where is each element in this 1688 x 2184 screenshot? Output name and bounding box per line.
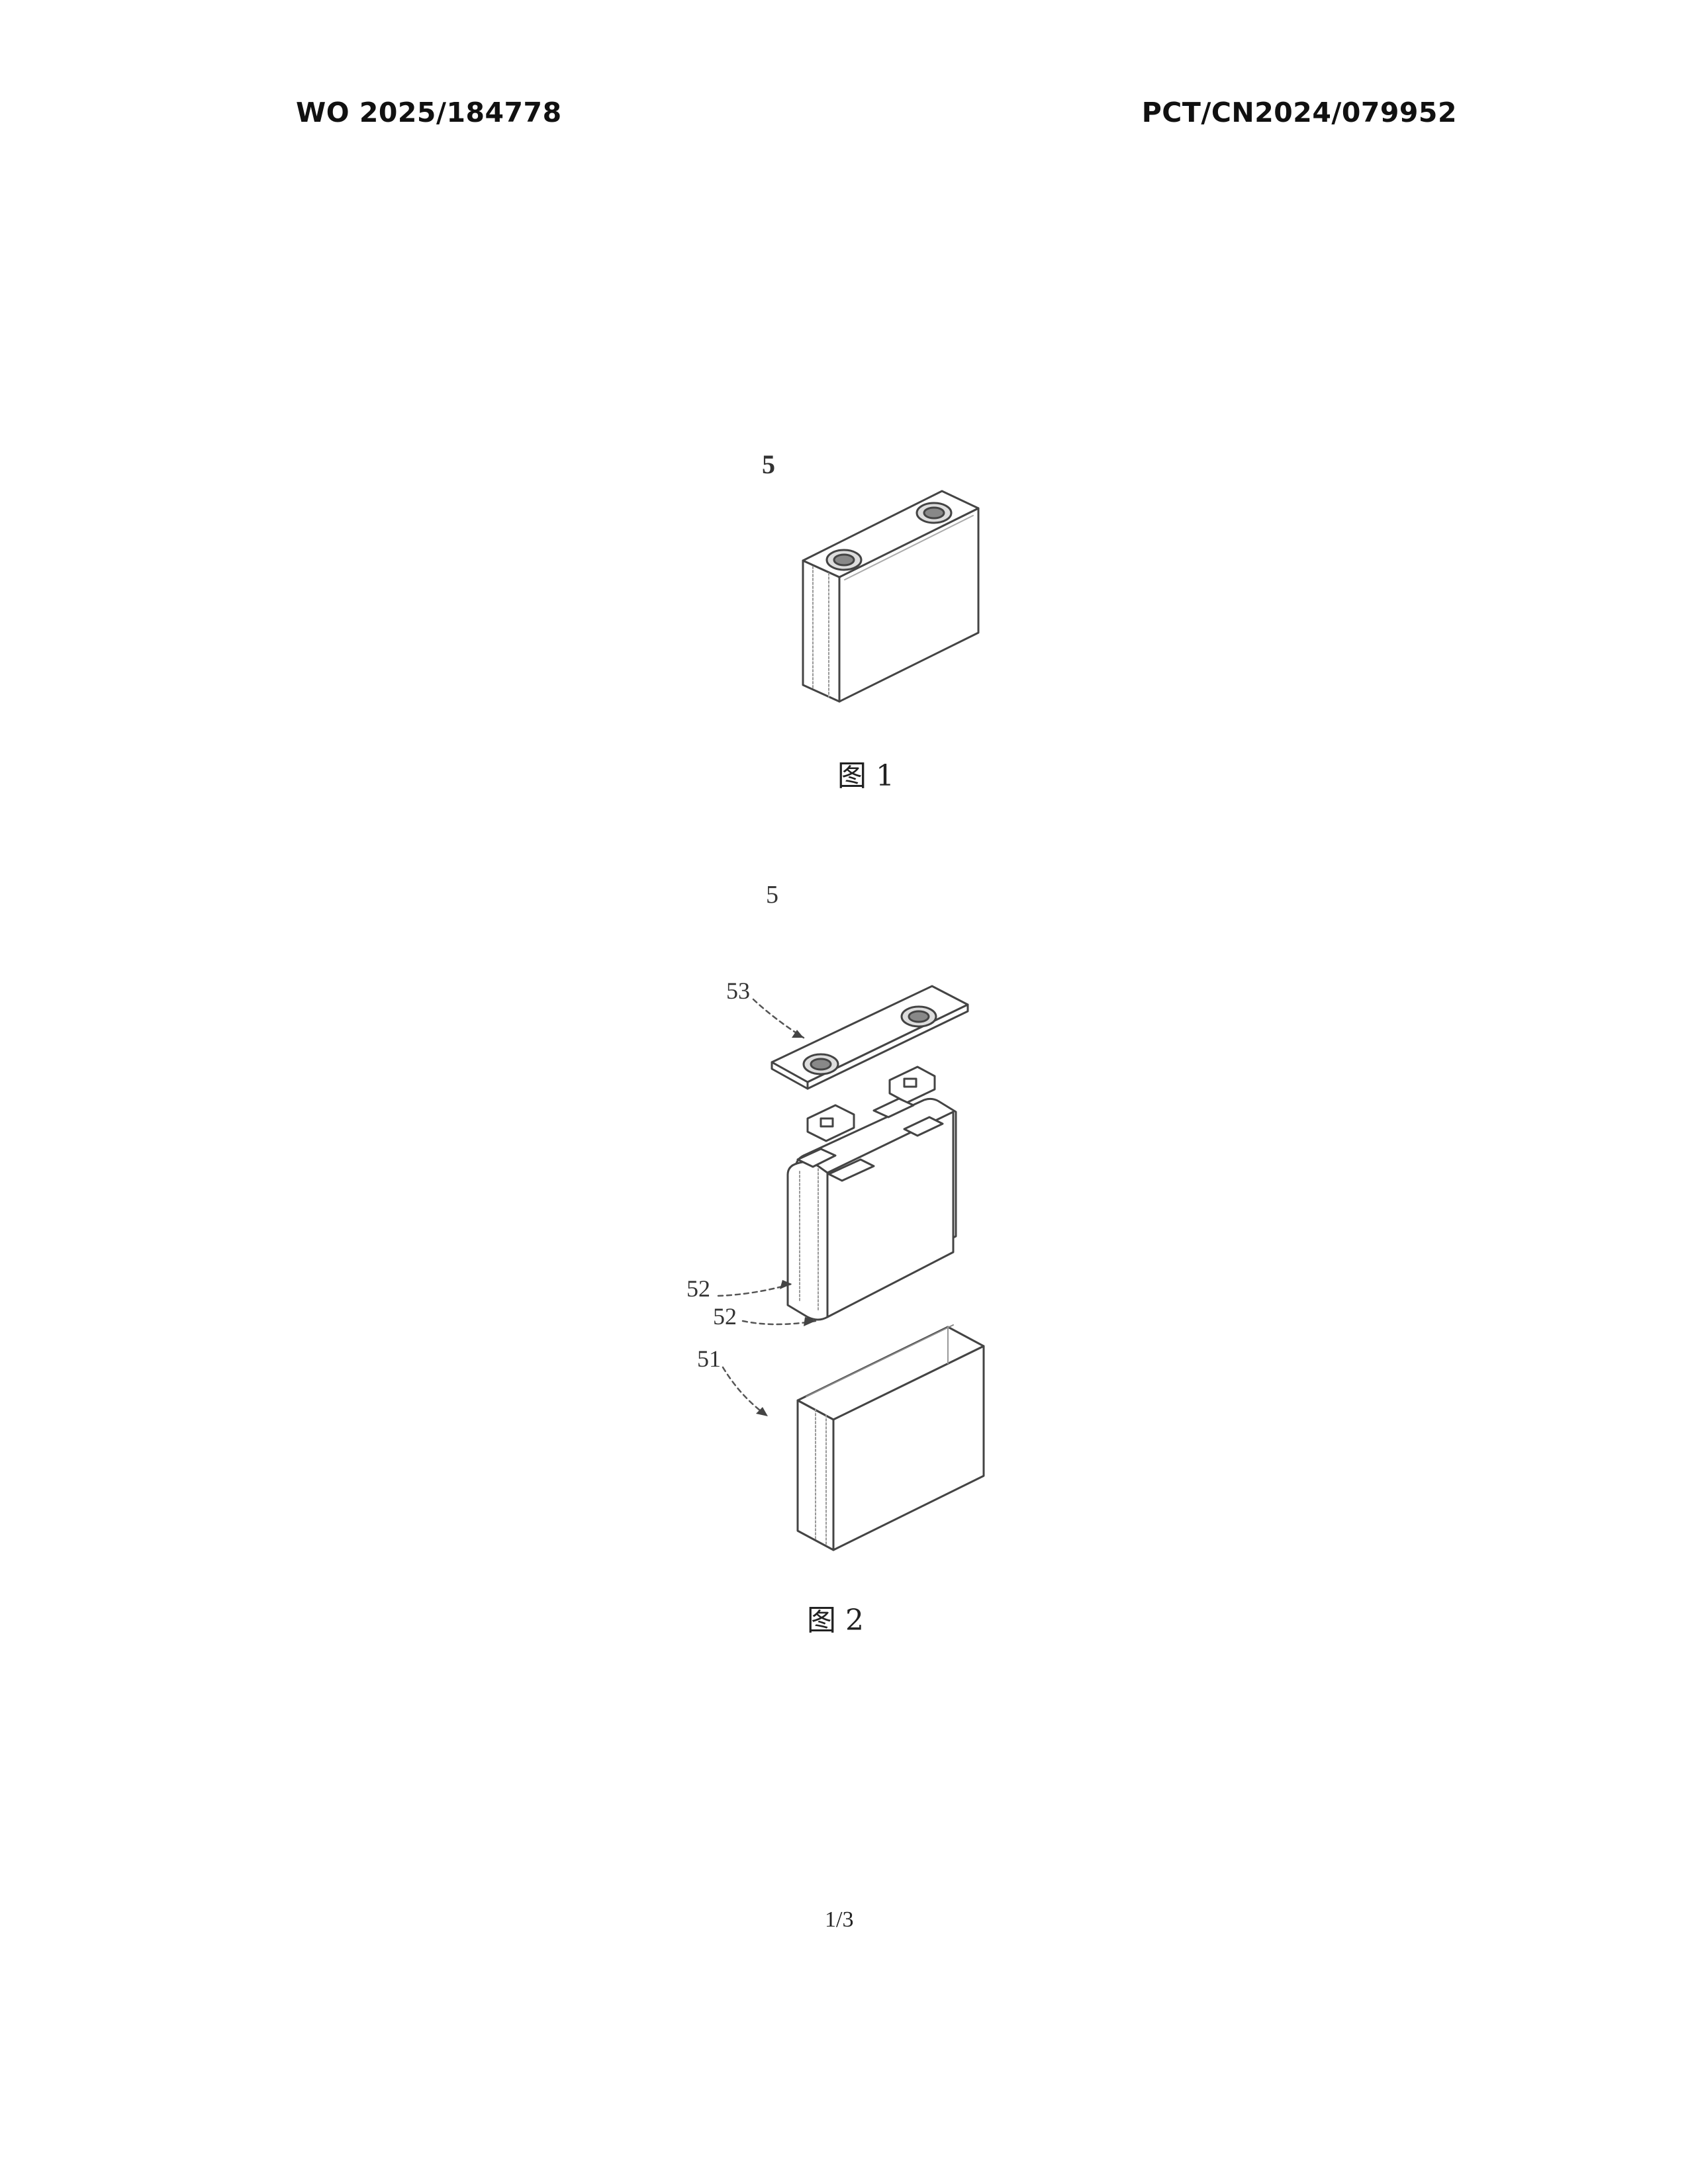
- fig2-terminal-rear: [902, 1007, 936, 1026]
- label-end-cover: 53: [726, 977, 750, 1005]
- fig2-reference-numeral: 5: [766, 880, 778, 909]
- fig2-terminal-front: [804, 1054, 838, 1074]
- label-housing: 51: [697, 1345, 721, 1373]
- fig1-caption: 图 1: [837, 752, 894, 794]
- fig1-reference-numeral: 5: [762, 449, 775, 480]
- fig2-caption: 图 2: [807, 1596, 864, 1639]
- fig2-housing: [798, 1325, 984, 1550]
- page-number: 1/3: [825, 1907, 853, 1933]
- label-electrode-assembly-b: 52: [713, 1302, 737, 1330]
- fig1-terminal-front: [827, 550, 861, 570]
- fig1-battery-cell: [803, 491, 978, 702]
- label-electrode-assembly-a: 52: [686, 1275, 710, 1302]
- fig1-terminal-rear: [917, 503, 951, 523]
